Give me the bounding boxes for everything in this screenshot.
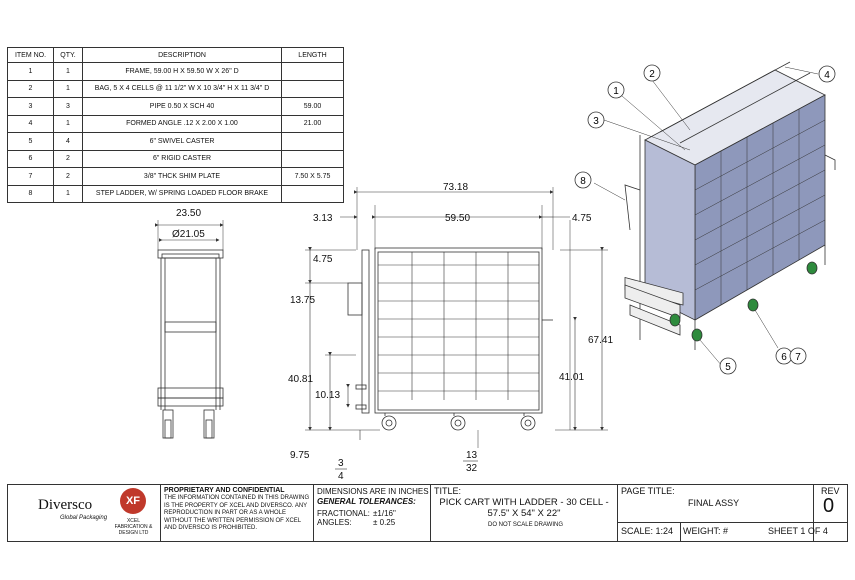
page-title: FINAL ASSY xyxy=(688,498,740,508)
dim-ladder-height: 40.81 xyxy=(288,374,313,385)
bom-header-description: DESCRIPTION xyxy=(82,47,282,63)
svg-text:8: 8 xyxy=(580,176,586,187)
dim-overall-height: 67.41 xyxy=(588,335,613,346)
sheet-number: SHEET 1 OF 4 xyxy=(768,526,828,536)
dim-frame-width: 59.50 xyxy=(445,213,470,224)
weight: WEIGHT: # xyxy=(683,526,729,536)
balloon-8: 8 xyxy=(574,171,592,189)
svg-text:1: 1 xyxy=(613,86,619,97)
bom-len xyxy=(281,184,344,203)
general-tolerances: GENERAL TOLERANCES: xyxy=(317,497,416,506)
svg-text:4: 4 xyxy=(824,70,830,81)
divider xyxy=(430,485,431,541)
divider xyxy=(313,485,314,541)
drawing-views: 1 2 3 4 5 6 7 8 23.50 Ø21.05 73.18 3.13 … xyxy=(155,61,836,482)
title-label: TITLE: xyxy=(434,486,462,496)
divider xyxy=(160,485,161,541)
balloon-1: 1 xyxy=(607,81,625,99)
svg-text:7: 7 xyxy=(795,352,801,363)
bom-header-length: LENGTH xyxy=(281,47,344,63)
front-view xyxy=(305,187,608,448)
dimensions-note: DIMENSIONS ARE IN INCHES xyxy=(317,487,429,496)
angles-label: ANGLES: xyxy=(317,518,352,527)
balloon-3: 3 xyxy=(587,111,605,129)
isometric-view xyxy=(593,61,836,367)
svg-text:3: 3 xyxy=(593,116,599,127)
rev-label: REV xyxy=(821,486,840,496)
company-name: Diversco xyxy=(38,497,93,513)
dim-handle-height: 13.75 xyxy=(290,295,315,306)
svg-text:6: 6 xyxy=(781,352,787,363)
dim-overall-length: 73.18 xyxy=(443,182,468,193)
dim-side-diameter: Ø21.05 xyxy=(172,229,205,240)
fractional-label: FRACTIONAL: xyxy=(317,509,370,518)
dim-frac-a-den: 4 xyxy=(338,471,344,482)
dim-shelf-height: 41.01 xyxy=(559,372,584,383)
divider xyxy=(680,522,681,541)
side-view xyxy=(155,220,224,439)
xf-logo-subtitle: XCEL FABRICATION & DESIGN LTD xyxy=(114,518,153,536)
fractional-value: ±1/16" xyxy=(373,509,396,518)
do-not-scale: DO NOT SCALE DRAWING xyxy=(488,522,564,528)
rev-value: 0 xyxy=(823,495,835,517)
proprietary-text: THE INFORMATION CONTAINED IN THIS DRAWIN… xyxy=(164,495,310,531)
dim-step-height: 10.13 xyxy=(315,390,340,401)
dim-right-offset: 4.75 xyxy=(572,213,592,224)
balloon-2: 2 xyxy=(643,64,661,82)
bom-header-row: ITEM NO. QTY. DESCRIPTION LENGTH xyxy=(7,47,344,63)
company-subtitle: Global Packaging xyxy=(60,515,108,521)
balloon-7: 7 xyxy=(789,347,807,365)
dim-frac-b-num: 13 xyxy=(466,450,478,461)
balloon-5: 5 xyxy=(719,357,737,375)
divider xyxy=(617,485,618,541)
bom-header-qty: QTY. xyxy=(53,47,83,63)
proprietary-title: PROPRIETARY AND CONFIDENTIAL xyxy=(164,487,285,494)
bom-header-item: ITEM NO. xyxy=(7,47,54,63)
dim-side-width: 23.50 xyxy=(176,208,201,219)
scale: SCALE: 1:24 xyxy=(621,526,674,536)
divider xyxy=(813,485,814,541)
drawing-title: PICK CART WITH LADDER - 30 CELL - 57.5" … xyxy=(439,497,609,519)
dim-frac-b-den: 32 xyxy=(466,463,478,474)
balloon-4: 4 xyxy=(818,65,836,83)
angles-value: ± 0.25 xyxy=(373,518,396,527)
divider xyxy=(617,522,847,523)
title-block: Diversco Global Packaging XF XCEL FABRIC… xyxy=(7,484,848,542)
xf-logo: XF xyxy=(120,488,146,514)
dim-handle-offset: 4.75 xyxy=(313,254,333,265)
dim-floor-clear: 9.75 xyxy=(290,450,310,461)
dim-left-offset: 3.13 xyxy=(313,213,333,224)
dim-frac-a-num: 3 xyxy=(338,458,344,469)
svg-text:2: 2 xyxy=(649,69,655,80)
svg-text:5: 5 xyxy=(725,362,731,373)
balloon-6: 6 xyxy=(775,347,793,365)
page-title-label: PAGE TITLE: xyxy=(621,486,675,496)
